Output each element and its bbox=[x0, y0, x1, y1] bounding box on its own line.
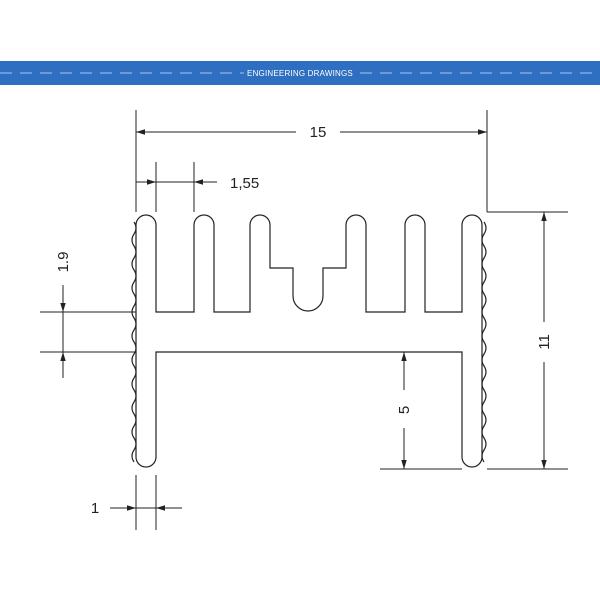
dim-wall-thickness: 1 bbox=[91, 500, 99, 517]
banner-title: ENGINEERING DRAWINGS bbox=[244, 68, 356, 78]
dim-leg-height: 5 bbox=[396, 406, 413, 414]
header-banner: ENGINEERING DRAWINGS bbox=[0, 61, 600, 85]
profile-outline bbox=[135, 214, 483, 468]
dim-fin-width: 1,55 bbox=[230, 175, 259, 192]
dim-overall-width: 15 bbox=[310, 124, 327, 141]
right-break-line bbox=[481, 221, 487, 463]
left-break-line bbox=[131, 221, 137, 463]
dim-fin-spacing: 1.9 bbox=[55, 252, 72, 273]
dim-overall-height: 11 bbox=[536, 334, 553, 350]
